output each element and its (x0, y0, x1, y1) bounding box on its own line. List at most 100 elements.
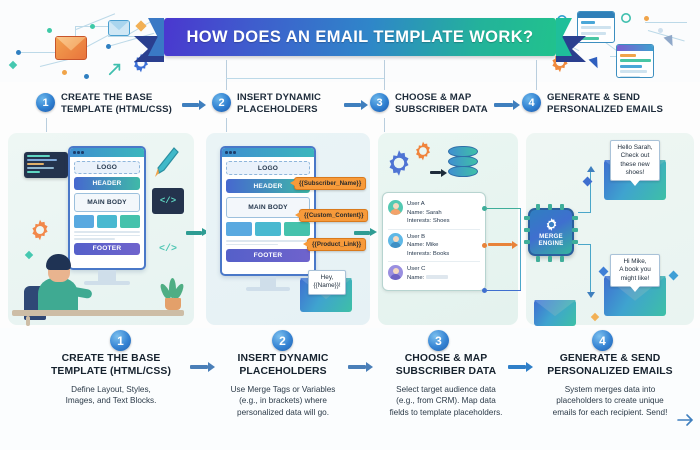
step-arrow-3-4 (494, 100, 520, 110)
banner: HOW DOES AN EMAIL TEMPLATE WORK? (134, 14, 570, 62)
template-columns (226, 222, 310, 236)
chip-pin (524, 240, 530, 244)
personalized-email-3 (534, 300, 576, 326)
subscriber-row[interactable]: User C Name: (388, 261, 480, 285)
chip-pin (572, 240, 578, 244)
node-dot (84, 74, 89, 79)
window-dot (81, 151, 84, 154)
bottom-step-3: CHOOSE & MAP SUBSCRIBER DATA Select targ… (358, 352, 534, 418)
subscriber-interests: Interests: Books (407, 250, 450, 257)
banner-connector (226, 60, 227, 90)
envelope-flap (534, 300, 576, 317)
network-line (18, 52, 76, 53)
top-step-label: GENERATE & SEND PERSONALIZED EMAILS (547, 92, 663, 115)
chip-pin (536, 256, 540, 262)
node-dot (106, 44, 111, 49)
envelope-note-text: Hey, {{Name}}! (313, 274, 341, 290)
placeholder-custom-content: {{Custom_Content}} (294, 209, 369, 222)
browser-line (620, 64, 642, 68)
browser-window-icon (616, 44, 654, 78)
template-block-logo: LOGO (226, 161, 310, 175)
monitor-stand (98, 270, 116, 282)
template-preview-monitor: LOGO HEADER MAIN BODY FOOTER (68, 146, 146, 270)
subscriber-name-blank (426, 275, 448, 280)
subscriber-row[interactable]: User A Name: Sarah Interests: Shoes (388, 197, 480, 229)
database-layer (448, 166, 478, 177)
avatar (388, 232, 403, 248)
placeholder-subscriber-name: {{Subscriber_Name}} (289, 177, 367, 190)
monitor-titlebar (222, 148, 314, 157)
template-text-lines (226, 240, 310, 246)
top-step-label: CHOOSE & MAP SUBSCRIBER DATA (395, 92, 488, 115)
banner-connector (384, 60, 385, 90)
subscriber-name: Name: Mike (407, 242, 439, 249)
output-arrow-icon (587, 166, 595, 172)
monitor-base (246, 287, 290, 291)
map-port-green (482, 206, 487, 211)
node-dot (644, 16, 649, 21)
text-line (74, 231, 140, 233)
window-dot (225, 151, 228, 154)
chip-pin (572, 216, 578, 220)
node-dot (16, 50, 21, 55)
window-dot (77, 151, 80, 154)
plant-pot (165, 298, 181, 310)
node-dot (62, 70, 67, 75)
mouse-cursor-icon (588, 56, 601, 71)
subscriber-info: User A Name: Sarah Interests: Shoes (407, 200, 450, 226)
template-block-logo: LOGO (74, 161, 140, 174)
bottom-step-title: GENERATE & SEND PERSONALIZED EMAILS (547, 353, 673, 378)
top-step-2: 2 INSERT DYNAMIC PLACEHOLDERS (212, 92, 352, 116)
gear-icon (389, 150, 409, 176)
paintbrush-icon (155, 147, 179, 177)
bottom-step-2: INSERT DYNAMIC PLACEHOLDERS Use Merge Ta… (198, 352, 368, 418)
code-tag-window: </> (158, 243, 177, 255)
browser-line (620, 70, 647, 73)
envelope-icon-small (108, 20, 130, 36)
chip-pin (524, 216, 530, 220)
browser-line (620, 59, 651, 62)
top-step-3: 3 CHOOSE & MAP SUBSCRIBER DATA (370, 92, 515, 116)
window-dot (229, 151, 232, 154)
template-text-lines (74, 231, 140, 240)
subscriber-row[interactable]: User B Name: Mike Interests: Books (388, 228, 480, 262)
browser-line (581, 37, 599, 40)
template-screen: LOGO HEADER MAIN BODY FOOTER (70, 157, 144, 259)
bottom-arrow-3-4 (508, 362, 534, 372)
avatar (388, 200, 403, 215)
bottom-arrow-2-3 (348, 362, 374, 372)
browser-line (620, 53, 637, 57)
chip-pin (524, 228, 530, 232)
placeholder-product-link: {{Product_Link}} (302, 238, 367, 251)
banner-connector (226, 118, 227, 132)
browser-line (620, 75, 640, 77)
envelope-note-hey: Hey, {{Name}}! (308, 270, 346, 295)
email-note-sarah: Hello Sarah, Check out these new shoes! (610, 140, 660, 187)
map-arrow (488, 240, 520, 249)
desk-leg (26, 316, 30, 326)
bottom-step-desc: System merges data into placeholders to … (552, 384, 668, 417)
template-placeholder-monitor: LOGO HEADER MAIN BODY FOOTER (220, 146, 316, 276)
email-note-text: Hello Sarah, Check out these new shoes! (617, 144, 653, 176)
arrow-up-right-icon (108, 63, 121, 76)
browser-line (581, 26, 611, 29)
top-step-4: 4 GENERATE & SEND PERSONALIZED EMAILS (522, 92, 692, 116)
avatar (388, 265, 403, 281)
bottom-step-4: GENERATE & SEND PERSONALIZED EMAILS Syst… (522, 352, 698, 418)
template-column (226, 222, 252, 236)
code-line (27, 166, 54, 169)
template-block-footer: FOOTER (226, 249, 310, 263)
plant-leaf (169, 278, 176, 298)
output-line (578, 212, 591, 213)
text-line (74, 238, 115, 240)
envelope-icon (55, 36, 87, 60)
code-line (27, 170, 41, 173)
step-arrow-1-2 (182, 100, 206, 110)
template-column (120, 215, 140, 228)
step-number-badge: 3 (370, 93, 389, 112)
chip-pin (560, 256, 564, 262)
output-line (590, 170, 591, 212)
top-decoration-band (0, 0, 700, 82)
monitor-titlebar (70, 148, 144, 157)
subscriber-id: User B (407, 233, 426, 240)
